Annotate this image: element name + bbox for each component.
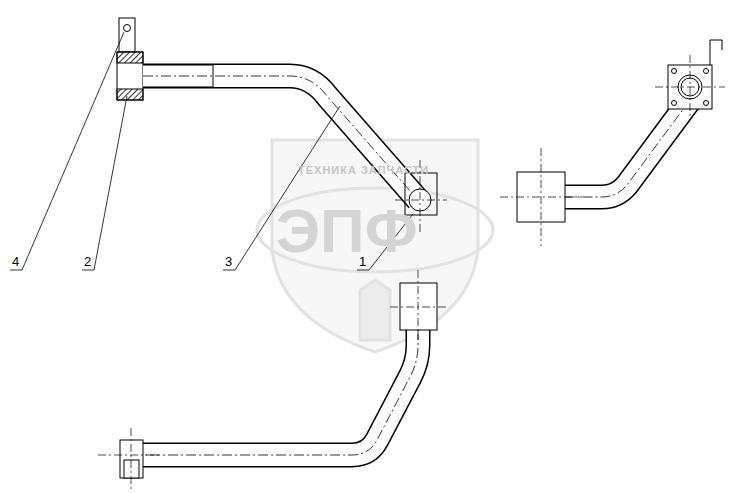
flange: [655, 40, 725, 120]
top-block: [98, 270, 448, 490]
side-block: [500, 148, 582, 246]
pipe-top-view: [143, 330, 418, 455]
callout-number: 3: [225, 255, 232, 268]
watermark-shield: [257, 140, 493, 352]
callout-number: 4: [12, 255, 19, 268]
watermark-text: ТЕХНИКА ЗАПЧАСТИ: [298, 165, 429, 176]
clamp: [117, 18, 143, 100]
pipe: [143, 65, 418, 200]
watermark-logo: ЭПФ: [276, 200, 418, 262]
pipe-side-view: [565, 100, 690, 197]
callout-number: 2: [84, 255, 91, 268]
